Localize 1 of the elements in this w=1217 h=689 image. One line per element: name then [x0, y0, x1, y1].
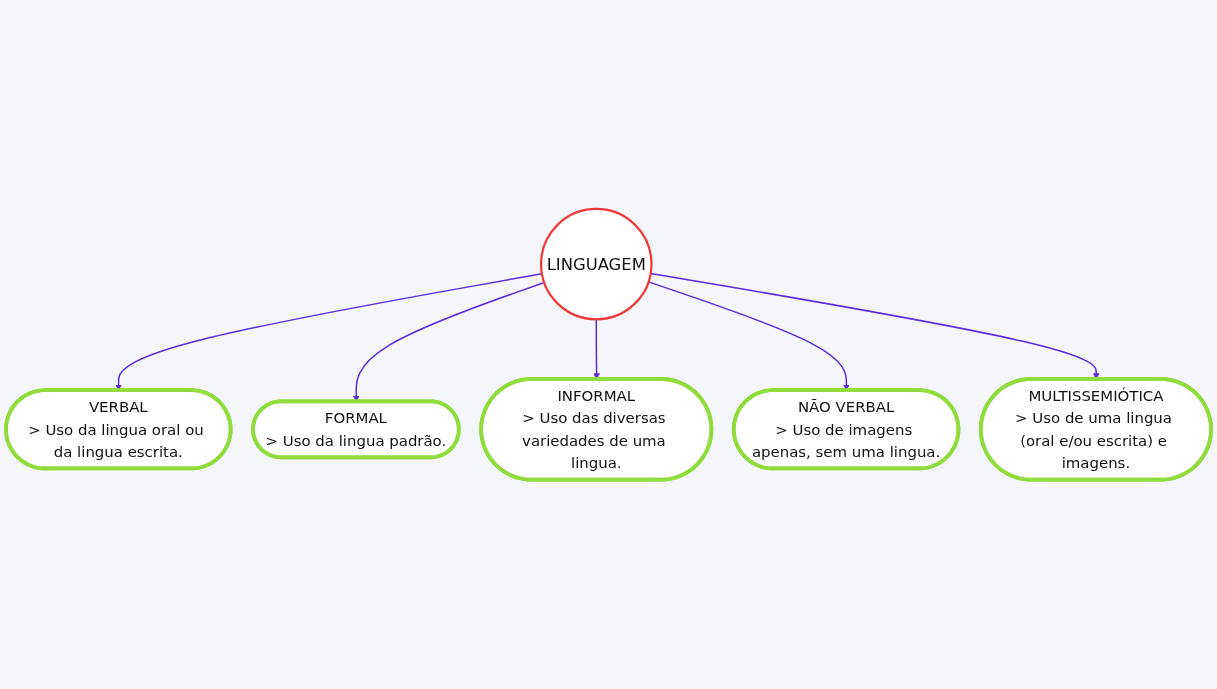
node-circle: LINGUAGEM: [540, 208, 653, 321]
